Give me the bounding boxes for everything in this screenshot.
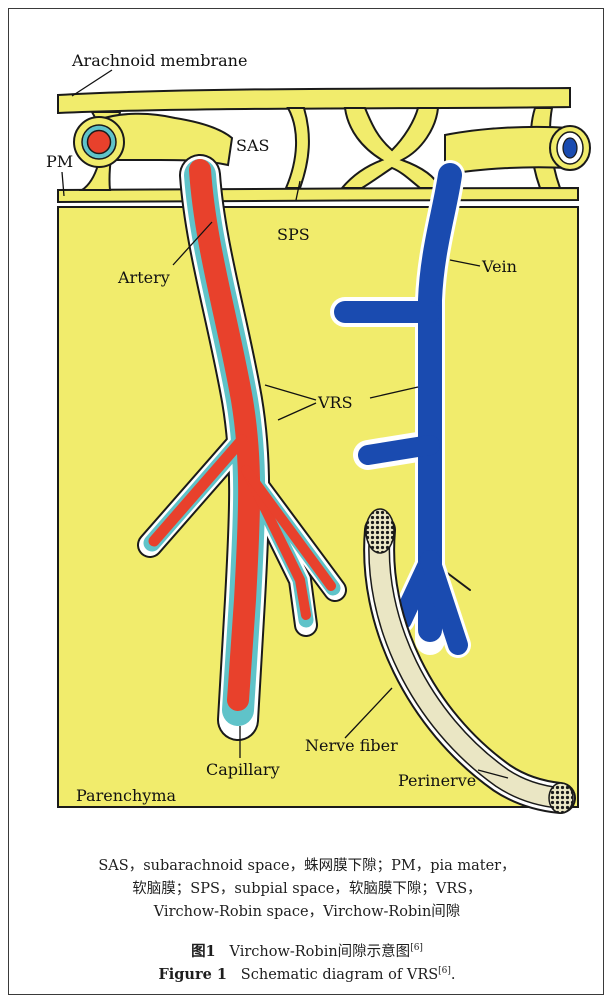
label-sas: SAS [236, 136, 269, 155]
surface-artery-lumen [88, 131, 111, 154]
label-nerve-fiber: Nerve fiber [305, 736, 398, 755]
label-parenchyma: Parenchyma [76, 786, 176, 805]
figure-title-en: Schematic diagram of VRS [241, 967, 438, 983]
nerve-end-top [366, 509, 394, 553]
caption-period: . [451, 967, 456, 983]
label-sps: SPS [277, 225, 310, 244]
trabecula-middle [286, 108, 309, 188]
figure-number-en: Figure 1 [158, 966, 227, 983]
surface-vein-lumen [563, 138, 577, 158]
reference-cn: [6] [410, 943, 423, 953]
figure-caption-english: Figure 1 Schematic diagram of VRS[6]. [20, 966, 594, 983]
label-capillary: Capillary [206, 760, 280, 779]
abbreviation-note: SAS，subarachnoid space，蛛网膜下隙；PM，pia mate… [20, 855, 594, 924]
label-perinerve: Perinerve [398, 771, 476, 790]
figure-title-cn: Virchow-Robin间隙示意图 [229, 944, 410, 960]
note-line-3: Virchow-Robin space，Virchow-Robin间隙 [20, 901, 594, 924]
figure-caption-chinese: 图1 Virchow-Robin间隙示意图[6] [20, 940, 594, 961]
reference-en: [6] [438, 966, 451, 976]
parenchyma-block [58, 207, 578, 807]
label-artery: Artery [117, 268, 170, 287]
note-line-2: 软脑膜；SPS，subpial space，软脑膜下隙；VRS， [20, 878, 594, 901]
pia-mater [58, 188, 578, 202]
vrs-diagram: Arachnoid membrane SAS PM SPS Vein Arter… [0, 0, 614, 850]
label-vrs: VRS [317, 393, 353, 412]
label-pm: PM [46, 152, 73, 171]
arachnoid-membrane [58, 88, 570, 113]
label-vein: Vein [481, 257, 517, 276]
nerve-end-bottom [549, 783, 573, 813]
figure-number-cn: 图1 [191, 943, 216, 960]
label-arachnoid-membrane: Arachnoid membrane [71, 51, 247, 70]
trabecula-x [342, 108, 440, 188]
note-line-1: SAS，subarachnoid space，蛛网膜下隙；PM，pia mate… [20, 855, 594, 878]
